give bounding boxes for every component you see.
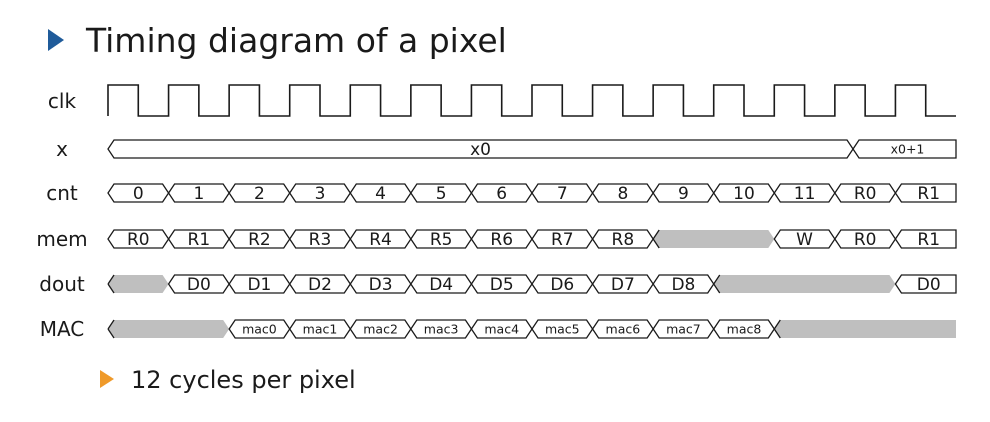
bus-cell xyxy=(894,183,957,203)
signal-clk: clk xyxy=(48,84,956,117)
bus-cell-label: R2 xyxy=(248,230,271,250)
bus-cell-label: R0 xyxy=(127,230,150,250)
bullet-text: 12 cycles per pixel xyxy=(131,366,356,394)
signal-dout: dout D0 D1 D2 D3 D4 D5 D6 D7 D8 D0 xyxy=(39,272,957,296)
undefined-region xyxy=(653,230,775,248)
bus-cell-label: R1 xyxy=(188,230,211,250)
undefined-region xyxy=(774,320,956,338)
bus-cell xyxy=(852,139,957,159)
bullet-arrow-icon xyxy=(100,370,114,388)
bus-cell-label: R6 xyxy=(490,230,513,250)
bus-cell-label: 8 xyxy=(617,184,628,204)
bus-cell-label: x0+1 xyxy=(891,142,925,157)
bus-cell-label: R8 xyxy=(612,230,635,250)
signal-label: MAC xyxy=(40,317,85,341)
undefined-region xyxy=(108,320,230,338)
bus-cell-label: R0 xyxy=(854,184,877,204)
bus-cell-label: 4 xyxy=(375,184,386,204)
bus-cell-label: x0 xyxy=(470,140,491,160)
bus-cell-label: W xyxy=(796,230,813,250)
undefined-region xyxy=(713,275,896,293)
clock-waveform xyxy=(107,84,956,117)
bus-cell-label: mac7 xyxy=(666,322,701,337)
bus-cell-label: R0 xyxy=(854,230,877,250)
bus-cell-label: mac4 xyxy=(484,322,519,337)
bus-cell-label: D4 xyxy=(429,275,453,295)
title-bullet-arrow-icon xyxy=(48,29,64,51)
bus-cell-label: D0 xyxy=(917,275,941,295)
bus-cell-label: D1 xyxy=(247,275,271,295)
bus-cell-label: R7 xyxy=(551,230,574,250)
bus-cell-label: mac6 xyxy=(606,322,641,337)
bus-cell-label: 3 xyxy=(315,184,326,204)
bus-cell-label: 0 xyxy=(133,184,144,204)
bus-cell-label: 2 xyxy=(254,184,265,204)
bus-cell-label: 5 xyxy=(436,184,447,204)
undefined-region xyxy=(108,275,169,293)
bus-cell-label: mac5 xyxy=(545,322,580,337)
bus-cell-label: D6 xyxy=(550,275,574,295)
signal-label: cnt xyxy=(46,181,78,205)
bus-cell-label: mac3 xyxy=(424,322,459,337)
signal-label: x xyxy=(56,137,68,161)
bus-cell-label: R4 xyxy=(369,230,392,250)
bus-cell-label: R1 xyxy=(917,184,940,204)
bus-cell-label: R1 xyxy=(917,230,940,250)
bus-cell-label: D2 xyxy=(308,275,332,295)
signal-x: x x0 x0+1 xyxy=(56,137,957,161)
signal-mac: MAC mac0 mac1 mac2 mac3 mac4 mac5 mac6 mac7 mac8 xyxy=(40,317,956,341)
bus-cell-label: mac1 xyxy=(303,322,338,337)
signal-label: mem xyxy=(36,227,87,251)
bus-cell-label: D5 xyxy=(490,275,514,295)
bus-cell xyxy=(894,229,957,249)
bus-cell-label: 7 xyxy=(557,184,568,204)
bus-cell xyxy=(894,274,957,294)
bus-cell-label: 11 xyxy=(794,184,816,204)
bus-cell-label: D0 xyxy=(187,275,211,295)
signal-cnt: cnt 0 1 2 3 4 5 6 7 8 9 10 11 R0 R1 xyxy=(46,181,957,205)
bus-cell-label: mac8 xyxy=(727,322,762,337)
bus-cell-label: D8 xyxy=(671,275,695,295)
bus-cell-label: mac2 xyxy=(363,322,398,337)
bus-cell-label: 10 xyxy=(733,184,755,204)
bus-cell-label: D3 xyxy=(369,275,393,295)
signal-label: clk xyxy=(48,89,77,113)
bus-cell-label: 9 xyxy=(678,184,689,204)
bus-cell-label: R3 xyxy=(309,230,332,250)
slide-title: Timing diagram of a pixel xyxy=(86,21,507,60)
bus-cell-label: 1 xyxy=(193,184,204,204)
bus-cell-label: R5 xyxy=(430,230,453,250)
bus-cell-label: mac0 xyxy=(242,322,277,337)
signal-label: dout xyxy=(39,272,85,296)
signal-mem: mem R0 R1 R2 R3 R4 R5 R6 R7 R8 W R0 R1 xyxy=(36,227,957,251)
bus-cell-label: 6 xyxy=(496,184,507,204)
bus-cell-label: D7 xyxy=(611,275,635,295)
